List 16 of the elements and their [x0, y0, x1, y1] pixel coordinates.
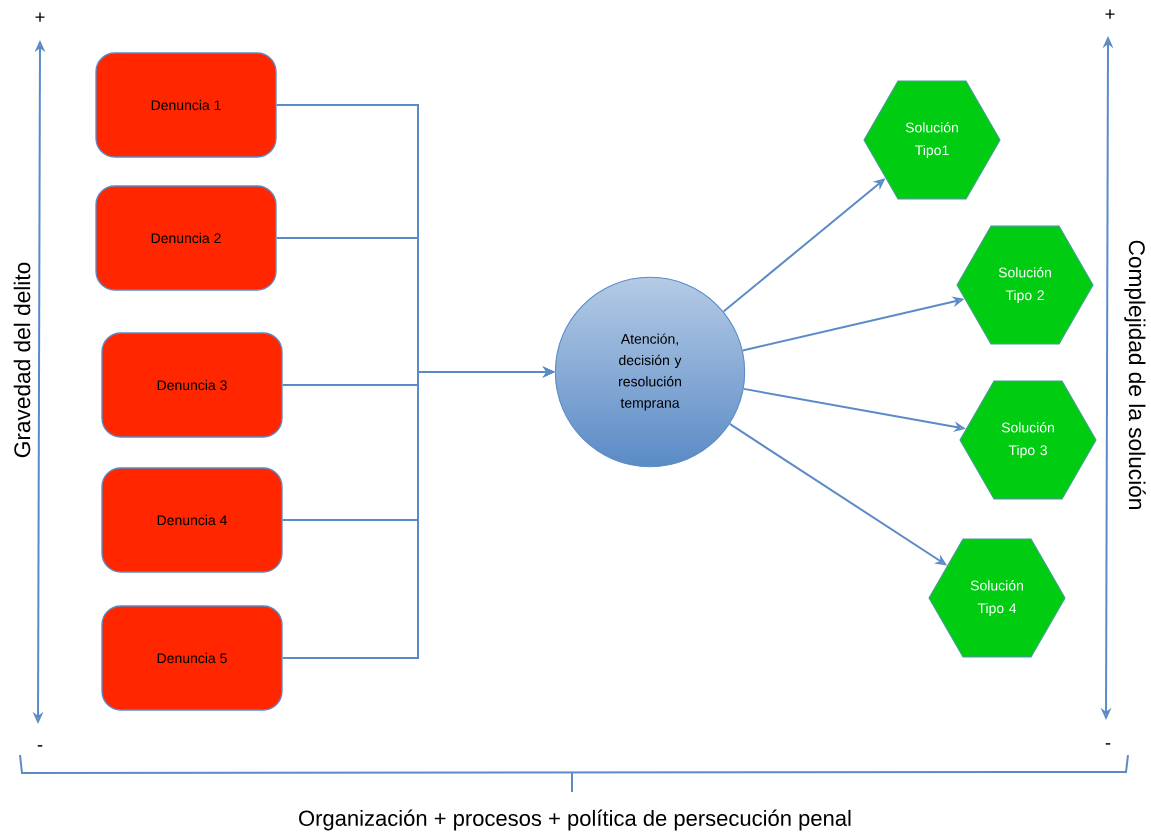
minus-sign: - [37, 745, 43, 747]
plus-sign: + [1105, 9, 1115, 19]
report-box: Denuncia 5 [101, 605, 283, 711]
report-box: Denuncia 2 [95, 185, 277, 291]
plus-sign: + [35, 12, 45, 22]
solution-hexagon: Solución Tipo 3 [959, 380, 1097, 500]
report-box: Denuncia 4 [101, 467, 283, 573]
solution-hexagon: Solución Tipo1 [863, 80, 1001, 200]
solution-hexagon: Solución Tipo 2 [956, 225, 1094, 345]
solution-hexagon: Solución Tipo 4 [928, 538, 1066, 658]
minus-sign: - [1105, 743, 1111, 745]
axis-label: Complejidad de la solución [1124, 240, 1146, 509]
report-box: Denuncia 1 [95, 52, 277, 158]
axis-label: Organización + procesos + política de persecución penal [299, 809, 851, 831]
axis-label: Gravedad del delito [13, 262, 31, 458]
report-box: Denuncia 3 [101, 332, 283, 438]
